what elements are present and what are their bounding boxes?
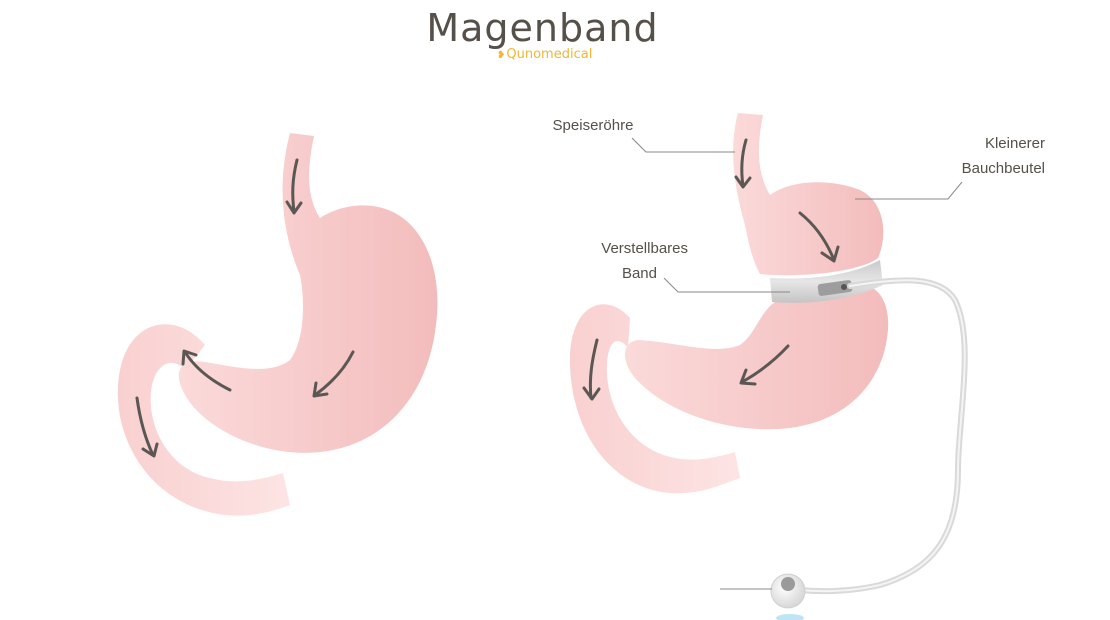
banded-lower-stomach: [624, 284, 889, 430]
banded-arrow-duodenum-head: [582, 386, 601, 401]
banded-duodenum: [570, 304, 740, 494]
banded-arrow-duodenum: [588, 338, 599, 400]
brand-logo: ❥Qunomedical: [497, 47, 592, 62]
label-small-pouch: Kleinerer Bauchbeutel: [920, 131, 1045, 181]
banded-arrow-esophagus-head: [734, 175, 752, 189]
label-band: Verstellbares Band: [560, 236, 688, 286]
banded-arrow-stomach-head: [739, 368, 757, 386]
label-band-line1: Verstellbares: [601, 240, 688, 257]
banded-stomach: [570, 113, 968, 620]
normal-arrow-esophagus-head: [285, 200, 303, 215]
normal-stomach: [117, 133, 438, 516]
banded-arrow-pouch: [798, 211, 836, 262]
leader-esophagus: [631, 137, 735, 153]
banded-small-pouch: [733, 113, 884, 276]
page-title: Magenband: [426, 6, 659, 50]
normal-duodenum: [117, 324, 290, 516]
normal-arrow-duodenum: [135, 396, 155, 457]
adjustable-band: [770, 260, 883, 303]
banded-arrow-pouch-head: [820, 245, 840, 263]
normal-arrow-esophagus: [291, 158, 299, 214]
normal-stomach-body: [178, 133, 438, 453]
label-esophagus: Speiseröhre: [540, 113, 646, 138]
label-esophagus-text: Speiseröhre: [552, 117, 634, 134]
normal-arrow-body-head: [312, 381, 329, 398]
label-small-pouch-line2: Bauchbeutel: [961, 160, 1045, 177]
band-connector-dot: [841, 284, 847, 290]
normal-arrow-body: [313, 350, 355, 397]
leader-band: [663, 277, 790, 293]
access-port-glow: [776, 614, 804, 620]
brand-name: Qunomedical: [506, 47, 593, 62]
access-port-center: [781, 577, 795, 591]
label-small-pouch-line1: Kleinerer: [984, 135, 1045, 152]
normal-arrow-pylorus-head: [181, 349, 198, 366]
leader-small-pouch: [855, 181, 963, 200]
banded-arrow-stomach: [740, 344, 790, 384]
banded-arrow-esophagus: [740, 138, 748, 188]
brand-logo-icon: ❥: [497, 50, 506, 61]
normal-arrow-duodenum-head: [141, 442, 159, 458]
normal-arrow-pylorus: [183, 350, 232, 392]
label-band-line2: Band: [621, 265, 657, 282]
